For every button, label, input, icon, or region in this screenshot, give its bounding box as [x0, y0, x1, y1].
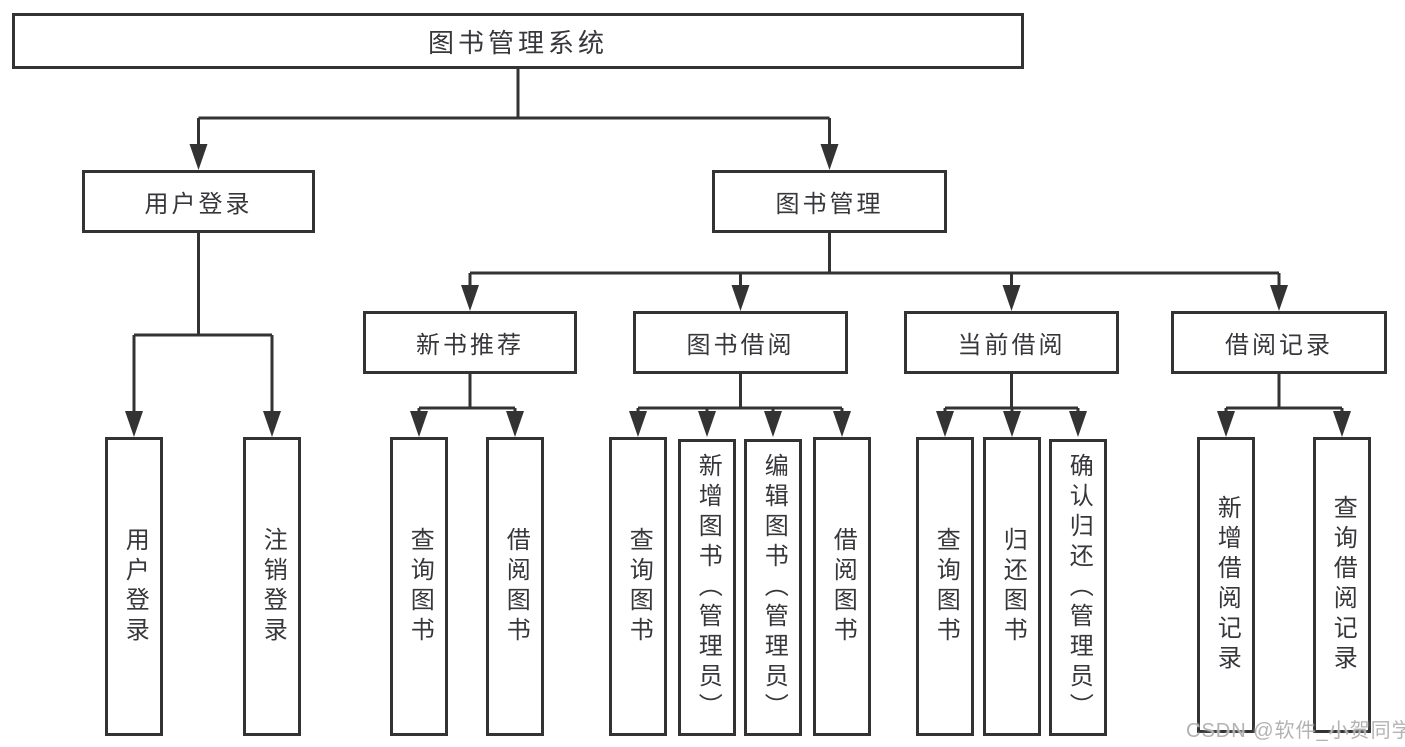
leaf-edit-book-admin: 编辑图书（管理员）	[744, 439, 802, 736]
node-label: 当前借阅	[957, 332, 1066, 359]
node-label: 查询图书	[932, 526, 960, 647]
node-label: 确认归还（管理员）	[1065, 452, 1093, 723]
node-label: 用户登录	[121, 526, 149, 647]
leaf-user-login: 用户登录	[105, 437, 163, 736]
leaf-add-borrow-record: 新增借阅记录	[1197, 437, 1255, 733]
node-label: 图书借阅	[686, 332, 795, 359]
node-library-management-system: 图书管理系统	[12, 13, 1024, 69]
node-label: 归还图书	[999, 526, 1027, 647]
node-book-borrow: 图书借阅	[633, 311, 848, 374]
node-label: 查询图书	[406, 526, 434, 647]
leaf-add-book-admin: 新增图书（管理员）	[678, 439, 736, 736]
node-user-login: 用户登录	[82, 170, 315, 233]
leaf-query-books-3: 查询图书	[916, 437, 974, 736]
edge-current-borrow-children	[936, 374, 1087, 437]
node-label: 新增借阅记录	[1213, 495, 1241, 675]
node-label: 查询图书	[625, 526, 653, 647]
node-book-management: 图书管理	[712, 170, 947, 233]
edge-book-borrow-children	[629, 374, 851, 437]
leaf-query-books-1: 查询图书	[390, 437, 448, 736]
leaf-query-books-2: 查询图书	[609, 437, 667, 736]
edge-user-login-children	[125, 233, 281, 437]
node-label: 注销登录	[259, 526, 287, 647]
edge-book-management-children	[461, 233, 1288, 311]
edge-new-book-recommend-children	[410, 374, 524, 437]
leaf-borrow-books-2: 借阅图书	[813, 437, 871, 736]
edge-borrow-records-children	[1217, 374, 1351, 437]
node-label: 借阅图书	[829, 526, 857, 647]
node-current-borrow: 当前借阅	[904, 311, 1119, 374]
csdn-watermark: CSDN @软件_小贺同学	[1186, 720, 1405, 742]
node-label: 图书管理系统	[427, 27, 608, 58]
node-label: 用户登录	[144, 191, 253, 218]
node-new-book-recommend: 新书推荐	[363, 311, 577, 374]
node-label: 新增图书（管理员）	[694, 452, 722, 723]
edge-root-children	[189, 69, 839, 170]
node-label: 新书推荐	[416, 332, 524, 359]
leaf-logout: 注销登录	[243, 437, 301, 736]
node-label: 图书管理	[775, 191, 884, 218]
node-label: 借阅图书	[502, 526, 530, 647]
node-label: 编辑图书（管理员）	[760, 452, 788, 723]
node-label: 借阅记录	[1225, 332, 1333, 359]
node-label: 查询借阅记录	[1329, 495, 1357, 675]
leaf-confirm-return-admin: 确认归还（管理员）	[1049, 439, 1107, 736]
leaf-borrow-books-1: 借阅图书	[486, 437, 544, 736]
node-borrow-records: 借阅记录	[1171, 311, 1387, 374]
leaf-query-borrow-record: 查询借阅记录	[1313, 437, 1371, 733]
leaf-return-book: 归还图书	[983, 437, 1041, 736]
